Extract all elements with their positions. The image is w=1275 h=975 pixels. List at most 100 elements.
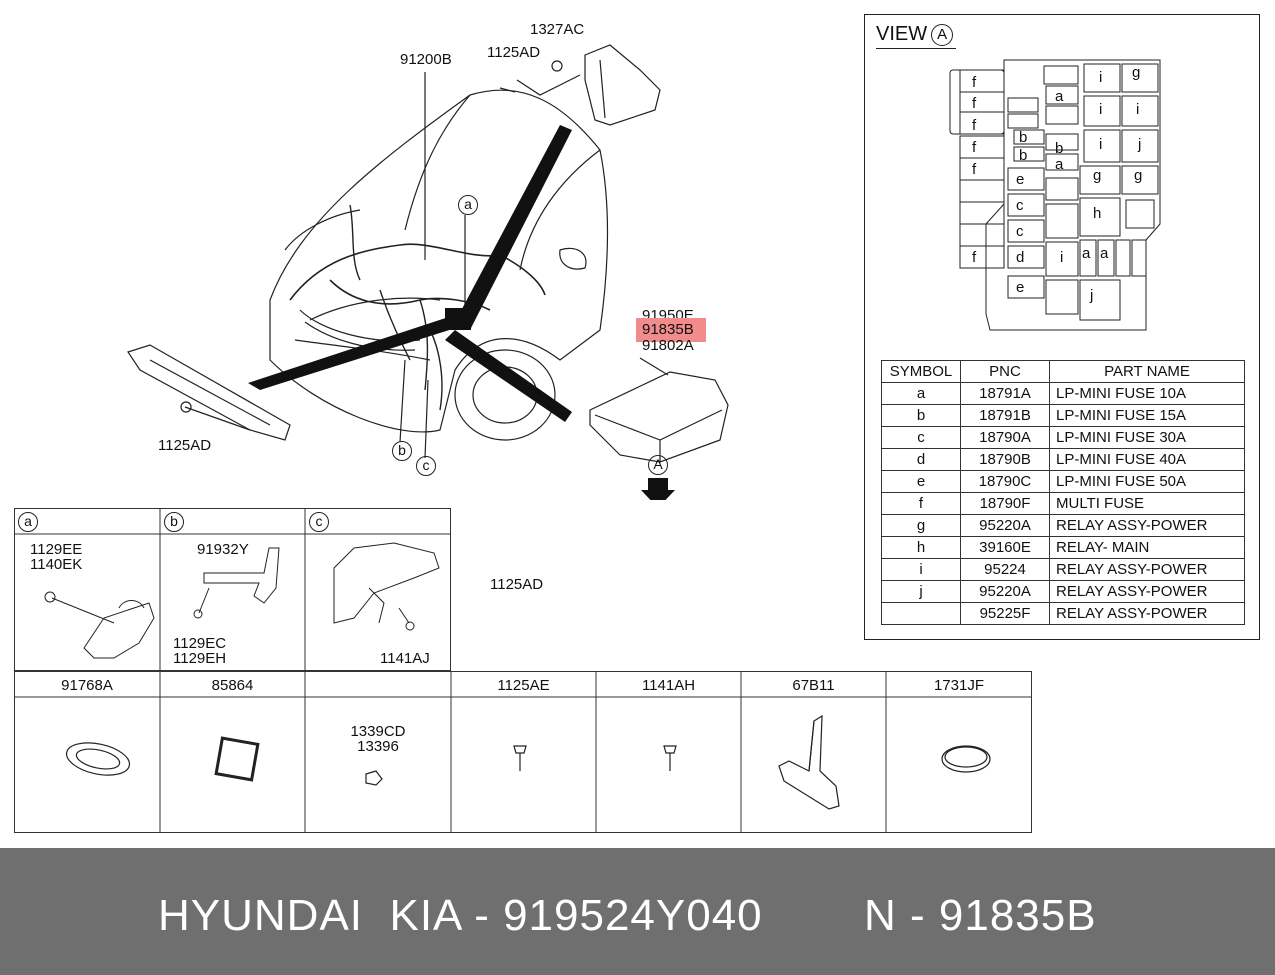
cell-f1: f <box>972 74 977 91</box>
row-pnc: 95225F <box>960 602 1050 625</box>
row-part-name: RELAY ASSY-POWER <box>1049 580 1245 603</box>
row-part-name: LP-MINI FUSE 40A <box>1049 448 1245 471</box>
header-symbol: SYMBOL <box>881 360 961 383</box>
callout-1327ac: 1327AC <box>530 21 585 38</box>
label-1141aj: 1141AJ <box>380 650 430 667</box>
row-pnc: 18791B <box>960 404 1050 427</box>
highlight-box <box>636 318 706 342</box>
row-pnc: 18790A <box>960 426 1050 449</box>
callout-91200b: 91200B <box>400 51 452 68</box>
cell-f6: f <box>972 249 977 266</box>
label-1129eh: 1129EH <box>173 650 227 667</box>
cell-a4: a <box>1100 245 1109 262</box>
header-part-name: PART NAME <box>1049 360 1245 383</box>
cell-g3: g <box>1134 167 1142 184</box>
row-part-name: MULTI FUSE <box>1049 492 1245 515</box>
cell-f3: f <box>972 117 977 134</box>
parts-grid-lines <box>14 671 1032 833</box>
view-marker: A <box>931 24 954 46</box>
row-symbol <box>881 602 961 625</box>
view-title-underline <box>876 48 956 49</box>
parts-grid <box>14 671 1032 833</box>
row-symbol: b <box>881 404 961 427</box>
cell-f4: f <box>972 139 977 156</box>
cell-e1: e <box>1016 171 1024 188</box>
parts-header-1731jf: 1731JF <box>933 677 985 694</box>
cell-i2: i <box>1099 101 1102 118</box>
parts-header-1141ah: 1141AH <box>641 677 696 694</box>
cell-i4: i <box>1099 136 1102 153</box>
row-symbol: i <box>881 558 961 581</box>
callout-1125ad-rail: 1125AD <box>158 437 212 454</box>
row-symbol: h <box>881 536 961 559</box>
cell-j2: j <box>1089 287 1093 304</box>
row-pnc: 95220A <box>960 580 1050 603</box>
row-part-name: LP-MINI FUSE 15A <box>1049 404 1245 427</box>
callout-circle-a: a <box>458 195 478 215</box>
row-part-name: RELAY ASSY-POWER <box>1049 514 1245 537</box>
row-symbol: j <box>881 580 961 603</box>
header-pnc: PNC <box>960 360 1050 383</box>
row-pnc: 18791A <box>960 382 1050 405</box>
parts-table-header: SYMBOL PNC PART NAME <box>881 360 1245 383</box>
detail-grid-lines <box>14 508 451 671</box>
detail-header-c: c <box>309 512 329 532</box>
fuse-box-layout: f f f f f f a a a a b b b c c d e e g g … <box>949 59 1161 331</box>
detail-grid <box>14 508 451 671</box>
label-1339cd: 1339CD <box>350 723 406 740</box>
row-pnc: 18790B <box>960 448 1050 471</box>
parts-header-67b11: 67B11 <box>792 677 835 694</box>
cell-c2: c <box>1016 223 1024 240</box>
row-symbol: g <box>881 514 961 537</box>
cell-a1: a <box>1055 88 1064 105</box>
cell-f5: f <box>972 161 977 178</box>
cell-b3: b <box>1055 140 1063 157</box>
cell-i5: i <box>1060 249 1063 266</box>
row-part-name: LP-MINI FUSE 30A <box>1049 426 1245 449</box>
callout-1125ad-box: 1125AD <box>490 576 544 593</box>
callout-circle-c: c <box>416 456 436 476</box>
callout-1125ad-bracket: 1125AD <box>487 44 541 61</box>
row-part-name: RELAY- MAIN <box>1049 536 1245 559</box>
parts-header-91768a: 91768A <box>61 677 113 694</box>
cell-b1: b <box>1019 129 1027 146</box>
row-pnc: 39160E <box>960 536 1050 559</box>
row-symbol: e <box>881 470 961 493</box>
cell-g1: g <box>1132 64 1140 81</box>
row-pnc: 95224 <box>960 558 1050 581</box>
cell-h1: h <box>1093 205 1101 222</box>
cell-f2: f <box>972 95 977 112</box>
cell-e2: e <box>1016 279 1024 296</box>
cell-g2: g <box>1093 167 1101 184</box>
cell-c1: c <box>1016 197 1024 214</box>
callout-circle-view: A <box>648 455 668 475</box>
row-part-name: RELAY ASSY-POWER <box>1049 558 1245 581</box>
row-part-name: RELAY ASSY-POWER <box>1049 602 1245 625</box>
label-1129ee: 1129EE <box>30 541 83 558</box>
cell-a2: a <box>1055 156 1064 173</box>
cell-a3: a <box>1082 245 1091 262</box>
banner-reference: N - 91835B <box>864 891 1097 940</box>
row-pnc: 95220A <box>960 514 1050 537</box>
cell-d1: d <box>1016 249 1024 266</box>
row-symbol: a <box>881 382 961 405</box>
row-symbol: d <box>881 448 961 471</box>
cell-j1: j <box>1137 136 1141 153</box>
main-diagram <box>127 44 729 500</box>
banner-brand-part: HYUNDAI KIA - 919524Y040 <box>158 891 763 940</box>
callout-circle-b: b <box>392 441 412 461</box>
callout-91802a: 91802A <box>642 337 694 354</box>
row-pnc: 18790F <box>960 492 1050 515</box>
parts-header-85864: 85864 <box>211 677 254 694</box>
